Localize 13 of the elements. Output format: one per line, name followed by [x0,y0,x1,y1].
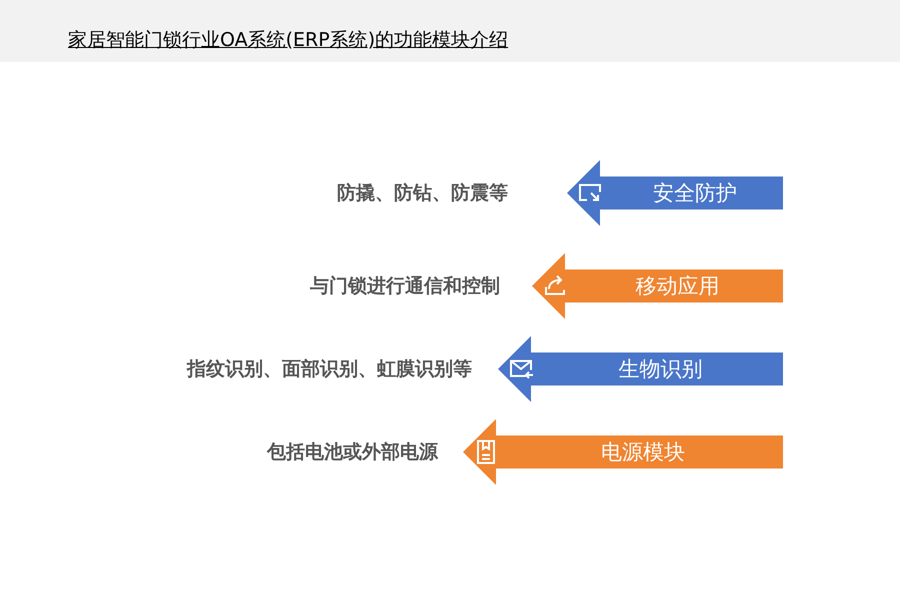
arrow-label: 移动应用 [636,273,720,299]
arrow-label: 生物识别 [618,356,702,382]
arrow-label: 电源模块 [601,439,685,465]
description-text: 与门锁进行通信和控制 [310,274,500,298]
description-text: 指纹识别、面部识别、虹膜识别等 [187,357,472,381]
description-text: 防撬、防钻、防震等 [337,181,508,205]
arrow-shape [532,253,783,319]
arrow-label: 安全防护 [653,180,737,206]
arrow-shape [567,160,783,226]
arrow-shape [498,336,783,402]
arrow-shape [463,419,783,485]
title: 家居智能门锁行业OA系统(ERP系统)的功能模块介绍 [68,28,508,52]
description-text: 包括电池或外部电源 [267,440,438,464]
